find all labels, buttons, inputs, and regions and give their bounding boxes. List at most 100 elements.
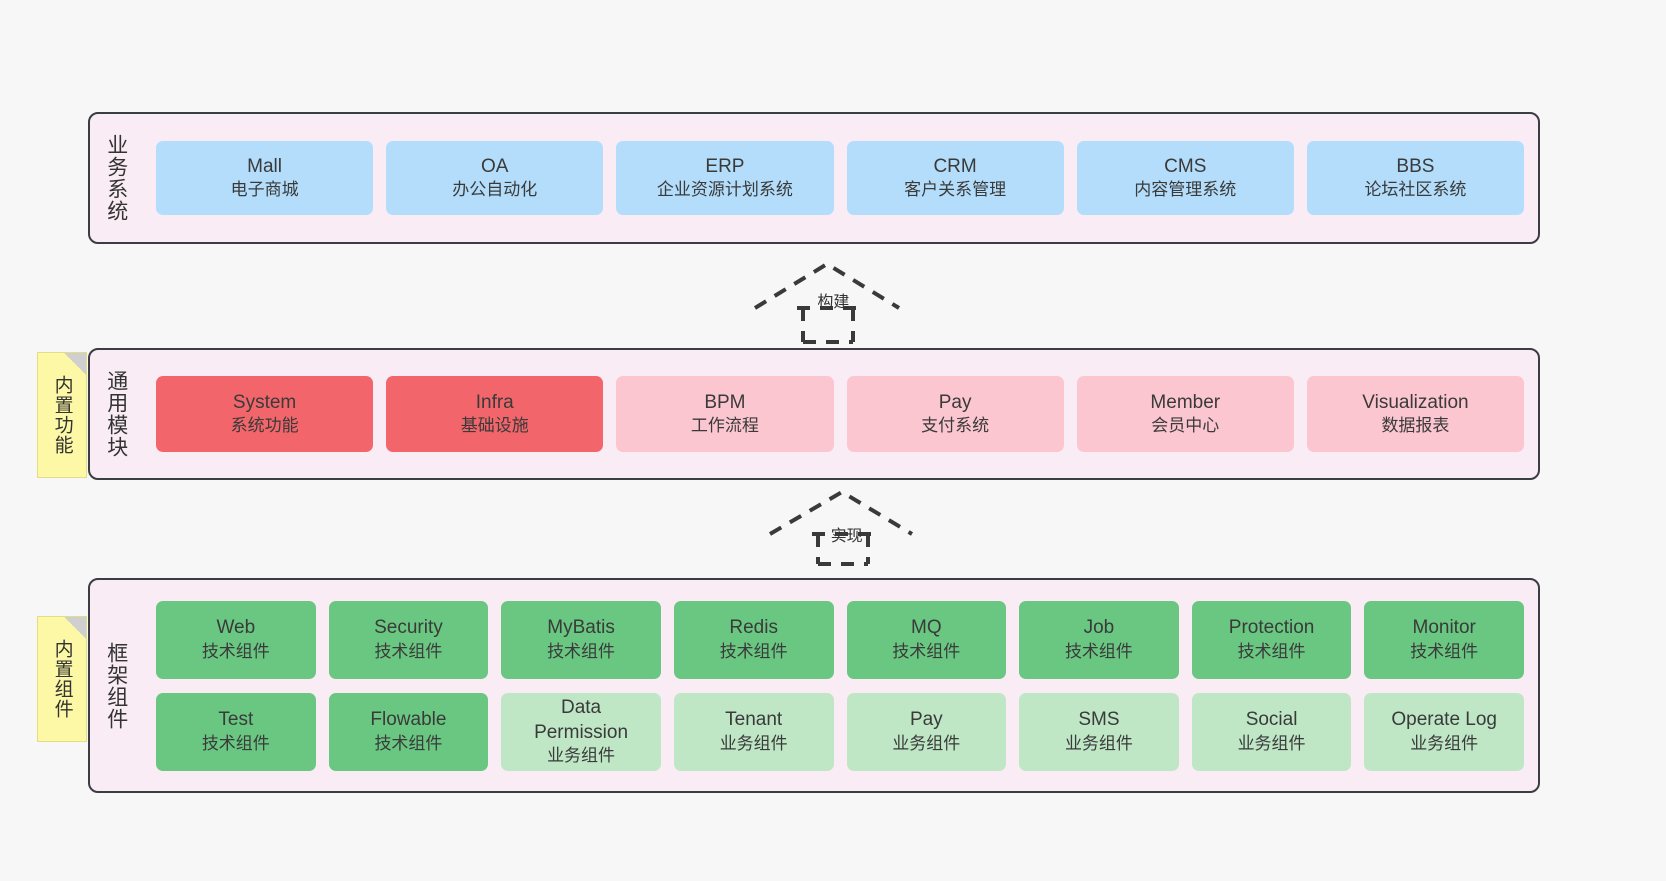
card-data-permission[interactable]: Data Permission 业务组件 bbox=[501, 692, 661, 771]
layer-title-business-systems: 业务系统 bbox=[104, 134, 128, 222]
card-row: Mall 电子商城 OA 办公自动化 ERP 企业资源计划系统 CRM 客户关系… bbox=[156, 141, 1525, 215]
connector-implement: 实现 bbox=[760, 486, 930, 566]
card-tenant[interactable]: Tenant 业务组件 bbox=[673, 692, 834, 771]
card-mq[interactable]: MQ 技术组件 bbox=[846, 600, 1007, 679]
card-subtitle: 论坛社区系统 bbox=[1364, 180, 1467, 200]
card-cms[interactable]: CMS 内容管理系统 bbox=[1076, 141, 1294, 215]
card-subtitle: 技术组件 bbox=[374, 733, 443, 753]
card-subtitle: 业务组件 bbox=[1064, 733, 1133, 753]
card-subtitle: 技术组件 bbox=[1410, 641, 1479, 661]
card-title: Security bbox=[374, 617, 443, 639]
card-title: Operate Log bbox=[1391, 709, 1497, 731]
card-title: Tenant bbox=[725, 709, 783, 731]
card-title: System bbox=[232, 391, 297, 413]
connector-label: 构建 bbox=[817, 294, 850, 311]
card-title: MQ bbox=[911, 617, 942, 639]
layer-body-common-modules: System 系统功能 Infra 基础设施 BPM 工作流程 Pay 支付系统… bbox=[142, 350, 1538, 478]
card-crm[interactable]: CRM 客户关系管理 bbox=[846, 141, 1064, 215]
card-subtitle: 业务组件 bbox=[1410, 733, 1479, 753]
layer-framework-components: 框架组件 Web 技术组件 Security 技术组件 MyBatis 技术组件… bbox=[88, 578, 1540, 793]
card-subtitle: 企业资源计划系统 bbox=[656, 180, 793, 200]
card-sms[interactable]: SMS 业务组件 bbox=[1019, 692, 1179, 771]
card-subtitle: 系统功能 bbox=[230, 416, 299, 436]
card-title: Data bbox=[560, 697, 602, 719]
layer-title-framework-components: 框架组件 bbox=[104, 641, 128, 730]
card-subtitle: 内容管理系统 bbox=[1134, 180, 1237, 200]
card-subtitle: 技术组件 bbox=[547, 641, 616, 661]
card-title: CMS bbox=[1164, 155, 1207, 177]
card-subtitle: 客户关系管理 bbox=[904, 180, 1007, 200]
card-title: Mall bbox=[247, 155, 282, 177]
layer-body-business-systems: Mall 电子商城 OA 办公自动化 ERP 企业资源计划系统 CRM 客户关系… bbox=[142, 114, 1538, 242]
card-subtitle: 办公自动化 bbox=[452, 180, 538, 200]
card-subtitle: 基础设施 bbox=[460, 416, 529, 436]
card-row: Web 技术组件 Security 技术组件 MyBatis 技术组件 Redi… bbox=[156, 600, 1524, 679]
card-subtitle: 会员中心 bbox=[1151, 416, 1220, 436]
card-redis[interactable]: Redis 技术组件 bbox=[673, 600, 834, 679]
card-subtitle: 工作流程 bbox=[690, 416, 759, 436]
card-infra[interactable]: Infra 基础设施 bbox=[386, 376, 604, 452]
card-title: Visualization bbox=[1362, 391, 1469, 413]
card-subtitle: 数据报表 bbox=[1381, 416, 1450, 436]
card-title: Test bbox=[218, 709, 254, 731]
card-job[interactable]: Job 技术组件 bbox=[1019, 600, 1179, 679]
card-title: Social bbox=[1245, 709, 1298, 731]
card-test[interactable]: Test 技术组件 bbox=[156, 692, 316, 771]
card-oa[interactable]: OA 办公自动化 bbox=[386, 141, 604, 215]
card-subtitle: 技术组件 bbox=[201, 641, 270, 661]
layer-business-systems: 业务系统 Mall 电子商城 OA 办公自动化 ERP 企业资源计划系统 CRM… bbox=[88, 112, 1540, 244]
card-title: Infra bbox=[475, 391, 514, 413]
card-subtitle: 电子商城 bbox=[230, 180, 299, 200]
card-title: BBS bbox=[1396, 155, 1435, 177]
card-title: SMS bbox=[1078, 709, 1120, 731]
card-subtitle: 支付系统 bbox=[921, 416, 990, 436]
card-system[interactable]: System 系统功能 bbox=[156, 376, 374, 452]
layer-title-common-modules: 通用模块 bbox=[104, 370, 128, 458]
card-row: Test 技术组件 Flowable 技术组件 Data Permission … bbox=[156, 692, 1524, 771]
card-title: MyBatis bbox=[547, 617, 615, 639]
card-pay-business[interactable]: Pay 业务组件 bbox=[846, 692, 1007, 771]
card-mybatis[interactable]: MyBatis 技术组件 bbox=[501, 600, 661, 679]
card-row: System 系统功能 Infra 基础设施 BPM 工作流程 Pay 支付系统… bbox=[156, 376, 1525, 452]
card-subtitle: 技术组件 bbox=[892, 641, 961, 661]
card-pay[interactable]: Pay 支付系统 bbox=[846, 376, 1064, 452]
card-monitor[interactable]: Monitor 技术组件 bbox=[1364, 600, 1524, 679]
connector-build: 构建 bbox=[745, 252, 915, 344]
card-title: Redis bbox=[729, 617, 778, 639]
card-social[interactable]: Social 业务组件 bbox=[1191, 692, 1352, 771]
card-title-line2: Permission bbox=[534, 721, 629, 743]
card-subtitle: 业务组件 bbox=[719, 733, 788, 753]
card-subtitle: 技术组件 bbox=[719, 641, 788, 661]
card-erp[interactable]: ERP 企业资源计划系统 bbox=[616, 141, 834, 215]
card-subtitle: 技术组件 bbox=[1064, 641, 1133, 661]
card-bpm[interactable]: BPM 工作流程 bbox=[616, 376, 834, 452]
card-member[interactable]: Member 会员中心 bbox=[1076, 376, 1294, 452]
connector-label: 实现 bbox=[830, 528, 863, 545]
card-web[interactable]: Web 技术组件 bbox=[156, 600, 316, 679]
card-title: Pay bbox=[938, 391, 972, 413]
note-builtin-components: 内置组件 bbox=[37, 616, 87, 742]
card-bbs[interactable]: BBS 论坛社区系统 bbox=[1306, 141, 1525, 215]
card-visualization[interactable]: Visualization 数据报表 bbox=[1306, 376, 1525, 452]
card-title: CRM bbox=[933, 155, 977, 177]
card-title: Protection bbox=[1228, 617, 1315, 639]
card-subtitle: 业务组件 bbox=[547, 745, 616, 765]
card-title: BPM bbox=[704, 391, 746, 413]
card-subtitle: 技术组件 bbox=[201, 733, 270, 753]
card-title: Job bbox=[1083, 617, 1115, 639]
generalization-triangle-icon bbox=[768, 489, 914, 536]
card-subtitle: 技术组件 bbox=[1237, 641, 1306, 661]
card-subtitle: 技术组件 bbox=[374, 641, 443, 661]
card-title: Member bbox=[1150, 391, 1221, 413]
card-mall[interactable]: Mall 电子商城 bbox=[156, 141, 374, 215]
card-flowable[interactable]: Flowable 技术组件 bbox=[328, 692, 489, 771]
layer-common-modules: 通用模块 System 系统功能 Infra 基础设施 BPM 工作流程 Pay… bbox=[88, 348, 1540, 480]
card-security[interactable]: Security 技术组件 bbox=[328, 600, 489, 679]
card-protection[interactable]: Protection 技术组件 bbox=[1191, 600, 1352, 679]
note-builtin-features: 内置功能 bbox=[37, 352, 87, 478]
card-title: Pay bbox=[909, 709, 943, 731]
card-operate-log[interactable]: Operate Log 业务组件 bbox=[1364, 692, 1524, 771]
card-title: Flowable bbox=[370, 709, 447, 731]
generalization-triangle-icon bbox=[753, 261, 901, 310]
